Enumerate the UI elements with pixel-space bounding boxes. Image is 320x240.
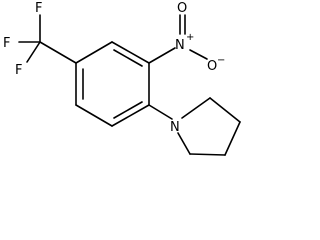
nitro-nitrogen-label: N	[175, 38, 185, 53]
pyrrolidine-bond-3	[224, 121, 241, 156]
cf3-attach-bond	[39, 41, 77, 64]
cf-bond-bottom	[26, 41, 41, 63]
nitro-group: N + O O −	[148, 1, 225, 74]
trifluoromethyl-group: F F F	[3, 1, 77, 78]
nitro-oxygen-right-label: O	[207, 59, 217, 74]
fluorine-bottom-label: F	[15, 63, 22, 78]
nitro-oxygen-top-label: O	[177, 1, 187, 16]
pyrrolidine-bond-5	[177, 132, 191, 155]
nitro-negative-charge: −	[217, 55, 225, 66]
ring-bond-6	[75, 41, 113, 64]
chemical-structure: F F F N + O O − N	[3, 1, 241, 156]
ring-bond-1	[111, 41, 150, 64]
fluorine-top-label: F	[35, 1, 42, 16]
fluorine-left-label: F	[3, 36, 10, 51]
pyrrolidine-bond-1	[181, 97, 211, 119]
ring-double-bond-1	[113, 49, 143, 67]
pyrrolidine-nitrogen-label: N	[170, 120, 180, 135]
benzene-ring	[75, 41, 150, 127]
nitro-attach-bond	[148, 47, 176, 64]
pyrrolidine-bond-2	[209, 97, 241, 123]
ring-bond-4	[75, 104, 113, 127]
pyrrolidine-bond-4	[189, 153, 226, 156]
pyrrolidine-attach-bond	[148, 104, 173, 120]
nitro-single-bond	[189, 49, 208, 60]
ring-double-bond-2	[113, 101, 143, 119]
nitro-positive-charge: +	[186, 32, 194, 43]
ring-bond-3	[111, 104, 150, 127]
pyrrolidine-ring: N	[148, 97, 241, 156]
